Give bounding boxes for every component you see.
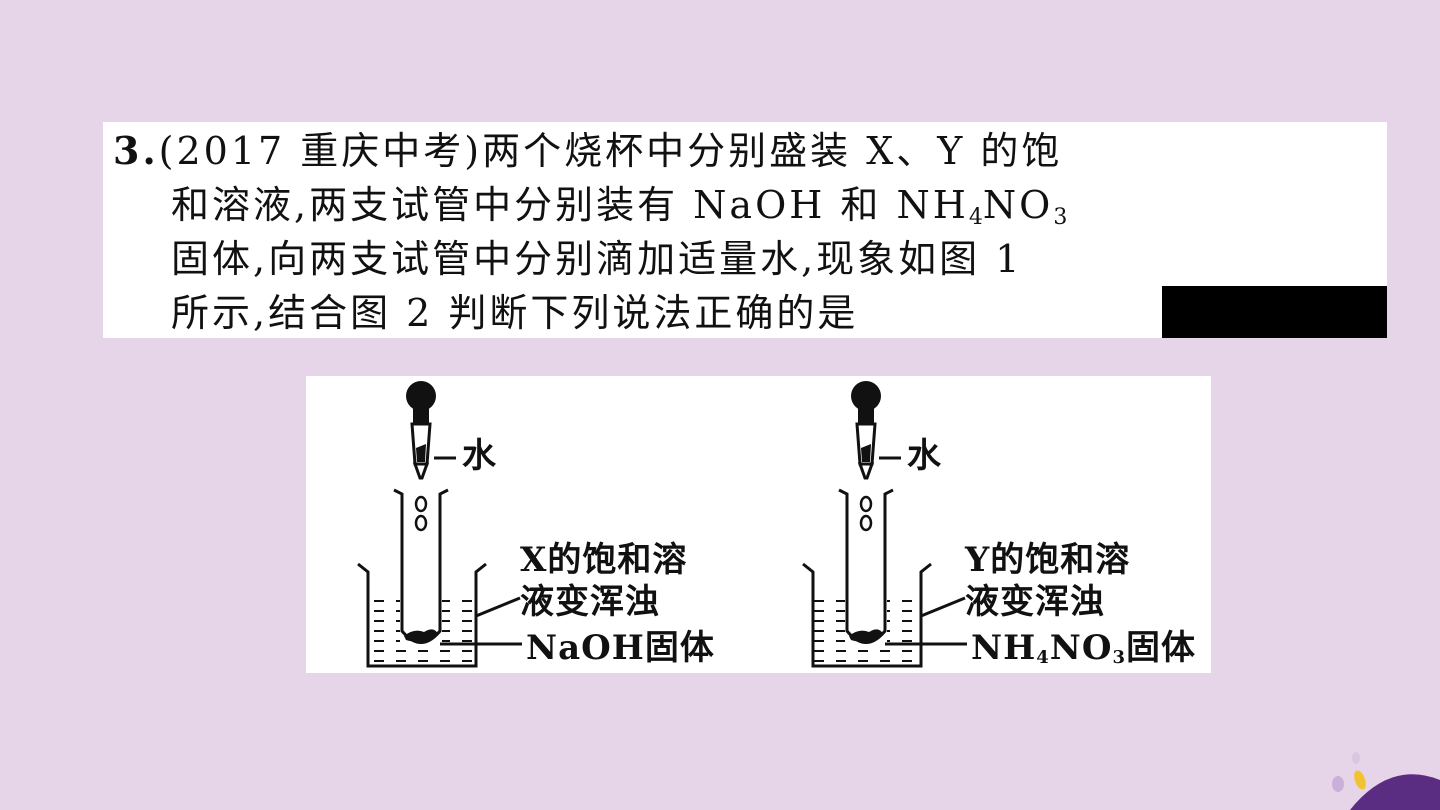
- left-water-label: 水: [462, 436, 497, 476]
- right-solid-label-post: 固体: [1125, 628, 1196, 668]
- right-solution-label-2: 液变浑浊: [965, 582, 1105, 622]
- left-apparatus: [357, 381, 522, 668]
- right-solid-label-mid: NO: [1049, 628, 1113, 668]
- right-solution-label-1: Y的饱和溶: [965, 540, 1131, 580]
- question-line-2: 和溶液,两支试管中分别装有 NaOH 和 NH4NO3: [171, 178, 1067, 232]
- right-test-tube-icon: [838, 488, 894, 644]
- experiment-figure: 水 X的饱和溶 液变浑浊 NaOH固体 水 Y的饱和溶 液变浑浊 NH4NO3固…: [306, 376, 1211, 673]
- question-line-3: 固体,向两支试管中分别滴加适量水,现象如图 1: [171, 237, 1023, 281]
- left-solution-label-1: X的饱和溶: [520, 540, 688, 580]
- corner-decoration-icon: [1332, 752, 1440, 810]
- left-dropper-icon: [406, 381, 436, 480]
- right-apparatus: [802, 381, 967, 668]
- right-solid-label-pre: NH: [971, 628, 1037, 668]
- left-test-tube-icon: [393, 488, 449, 644]
- question-number: 3.: [113, 128, 159, 173]
- left-solid-label: NaOH固体: [526, 628, 715, 668]
- question-line-4: 所示,结合图 2 判断下列说法正确的是: [171, 291, 859, 335]
- right-water-label: 水: [907, 436, 942, 476]
- answer-redaction-box: [1162, 286, 1387, 338]
- question-text-1: (2017 重庆中考)两个烧杯中分别盛装 X、Y 的饱: [158, 129, 1063, 173]
- question-text-2b: NO: [982, 183, 1054, 227]
- subscript-4: 4: [968, 205, 983, 230]
- right-solid-sub-4: 4: [1036, 647, 1050, 668]
- question-text-2a: 和溶液,两支试管中分别装有 NaOH 和 NH: [171, 183, 969, 227]
- subscript-3: 3: [1053, 205, 1068, 230]
- question-line-1: 3.(2017 重庆中考)两个烧杯中分别盛装 X、Y 的饱: [113, 124, 1062, 178]
- right-solid-label: NH4NO3固体: [971, 628, 1196, 678]
- right-dropper-icon: [851, 381, 881, 480]
- apparatus-drawing: [357, 381, 967, 668]
- right-solid-sub-3: 3: [1112, 647, 1126, 668]
- left-solution-label-2: 液变浑浊: [520, 582, 660, 622]
- question-panel: 3.(2017 重庆中考)两个烧杯中分别盛装 X、Y 的饱 和溶液,两支试管中分…: [103, 122, 1387, 338]
